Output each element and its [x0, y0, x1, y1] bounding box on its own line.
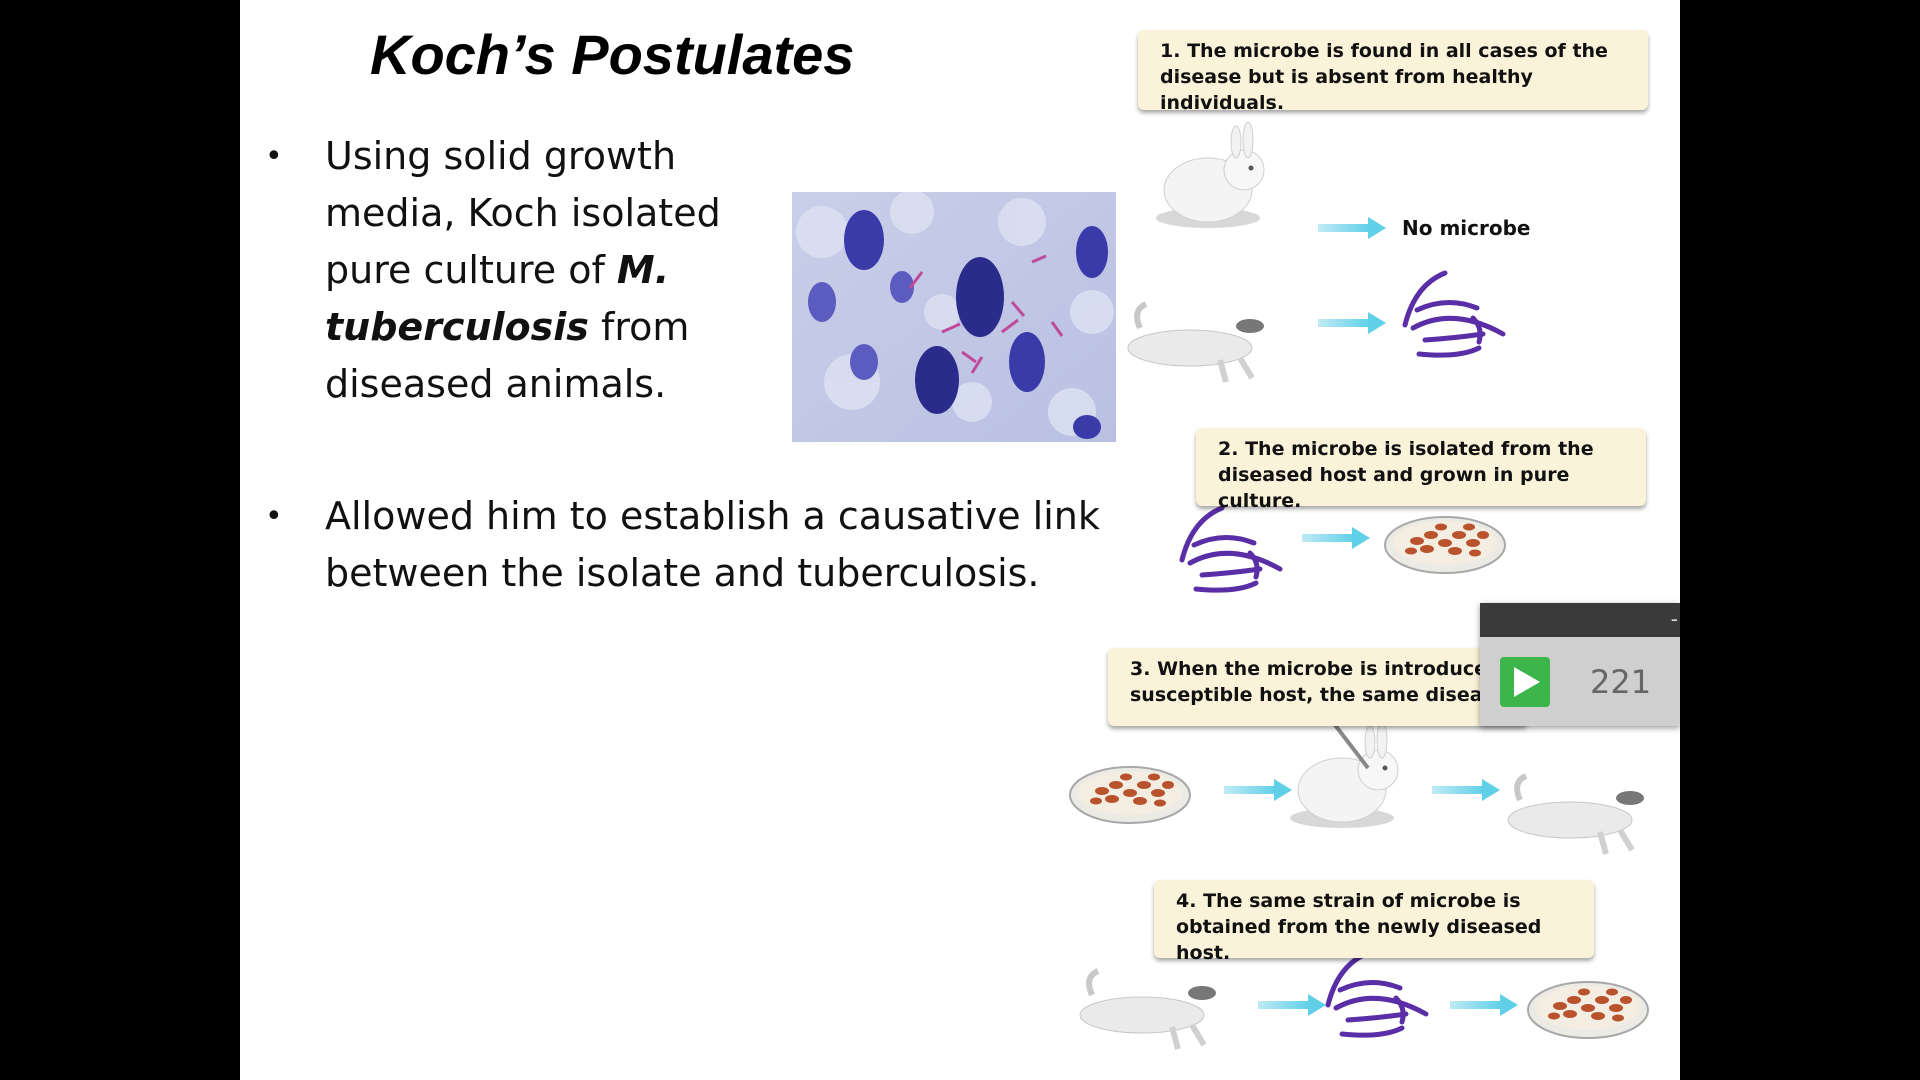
video-counter-widget[interactable]: - 221	[1480, 603, 1680, 726]
bullet-1-text-b: from diseased animals.	[325, 305, 690, 406]
step-2-callout: 2. The microbe is isolated from the dise…	[1196, 428, 1646, 512]
step-1-callout: 1. The microbe is found in all cases of …	[1138, 30, 1648, 114]
arrow-icon	[1318, 217, 1386, 239]
arrow-icon	[1450, 994, 1518, 1016]
bullet-1-text-a: Using solid growth media, Koch isolated …	[325, 134, 721, 292]
diseased-rabbit	[1508, 776, 1644, 854]
bullet-marker: •	[265, 139, 283, 174]
step-4-text: The same strain of microbe is obtained f…	[1176, 890, 1542, 964]
slide: Koch’s Postulates • Using solid growth m…	[240, 0, 1680, 1080]
healthy-rabbit	[1155, 121, 1265, 229]
step-4-number: 4.	[1176, 890, 1197, 912]
step-3-callout: 3. When the microbe is introduced suscep…	[1108, 648, 1528, 726]
step-1-text: The microbe is found in all cases of the…	[1160, 40, 1608, 114]
step-2-number: 2.	[1218, 438, 1239, 460]
play-icon[interactable]	[1500, 657, 1550, 707]
diseased-rabbit	[1080, 971, 1216, 1049]
arrow-icon	[1224, 779, 1292, 801]
diseased-rabbit	[1128, 304, 1264, 382]
step-1-number: 1.	[1160, 40, 1181, 62]
step-3-text: When the microbe is introduced susceptib…	[1130, 658, 1507, 706]
bullet-1-species: M. tuberculosis	[325, 248, 670, 349]
arrow-icon	[1258, 994, 1326, 1016]
bullet-2-text: Allowed him to establish a causative lin…	[325, 494, 1100, 595]
arrow-icon	[1432, 779, 1500, 801]
stained-tissue-micrograph	[792, 192, 1116, 442]
no-microbe-label: No microbe	[1402, 216, 1531, 240]
microbe-cluster	[1405, 273, 1503, 355]
minimize-icon[interactable]: -	[1670, 607, 1678, 631]
view-count: 221	[1590, 663, 1652, 701]
petri-dish	[1527, 981, 1649, 1039]
arrow-icon	[1318, 312, 1386, 334]
step-4-callout: 4. The same strain of microbe is obtaine…	[1154, 880, 1594, 964]
widget-titlebar[interactable]: -	[1480, 603, 1680, 637]
microbe-cluster	[1328, 953, 1426, 1035]
step-2-text: The microbe is isolated from the disease…	[1218, 438, 1594, 512]
step-3-number: 3.	[1130, 658, 1151, 680]
slide-title: Koch’s Postulates	[370, 23, 855, 86]
petri-dish	[1069, 766, 1191, 824]
petri-dish	[1384, 516, 1506, 574]
arrow-icon	[1302, 527, 1370, 549]
microbe-cluster	[1182, 508, 1280, 590]
bullet-marker: •	[265, 499, 283, 534]
